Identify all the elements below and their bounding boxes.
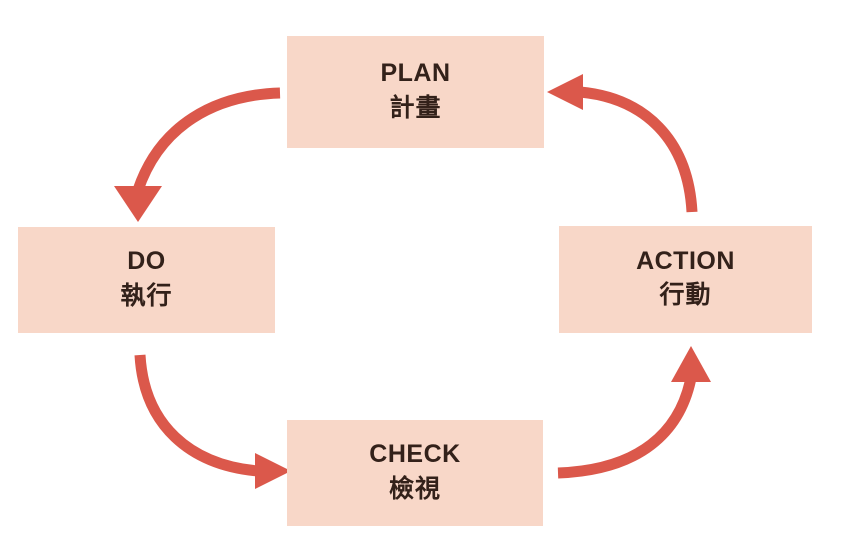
node-check: CHECK 檢視 (287, 420, 543, 526)
node-plan: PLAN 計畫 (287, 36, 544, 148)
arrow-plan-to-do (114, 87, 281, 222)
node-plan-title: PLAN (380, 59, 451, 87)
arrow-action-to-plan (547, 74, 698, 213)
node-action: ACTION 行動 (559, 226, 812, 333)
arrow-check-to-action (557, 346, 711, 479)
node-do-subtitle: 執行 (120, 281, 173, 310)
node-plan-subtitle: 計畫 (389, 93, 442, 122)
node-check-subtitle: 檢視 (388, 474, 441, 503)
node-check-title: CHECK (369, 440, 461, 468)
node-do-title: DO (127, 247, 166, 275)
arrow-do-to-check (134, 354, 291, 489)
node-action-title: ACTION (636, 246, 735, 275)
node-do: DO 執行 (18, 227, 275, 333)
node-action-subtitle: 行動 (659, 281, 712, 309)
